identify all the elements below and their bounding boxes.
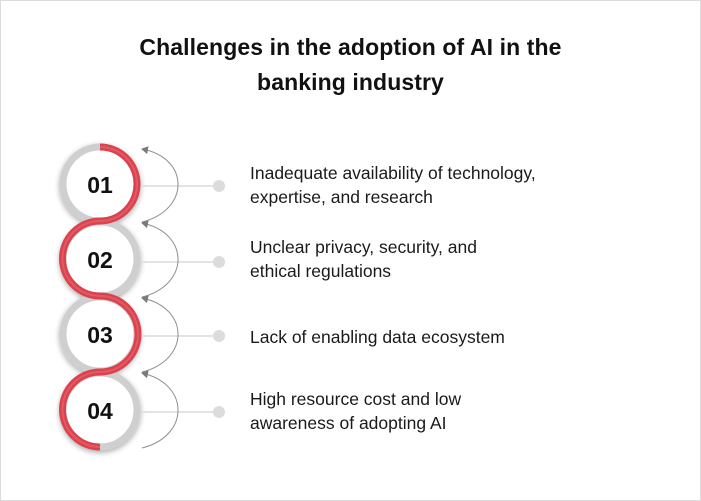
step-number-03: 03: [87, 322, 113, 348]
step-number-04: 04: [87, 398, 113, 424]
step-description-01: Inadequate availability of technology, e…: [250, 163, 536, 207]
connectors: [142, 180, 225, 418]
step-number-02: 02: [87, 247, 113, 273]
step-description-04: High resource cost and low awareness of …: [250, 389, 462, 433]
diagram-title: Challenges in the adoption of AI in the …: [0, 30, 701, 100]
step-description-03: Lack of enabling data ecosystem: [250, 327, 505, 347]
step-description-02: Unclear privacy, security, and ethical r…: [250, 237, 477, 281]
title-line-1: Challenges in the adoption of AI in the: [139, 34, 562, 60]
cycle-arrows: [141, 146, 179, 449]
step-number-01: 01: [87, 172, 113, 198]
title-line-2: banking industry: [257, 69, 444, 95]
